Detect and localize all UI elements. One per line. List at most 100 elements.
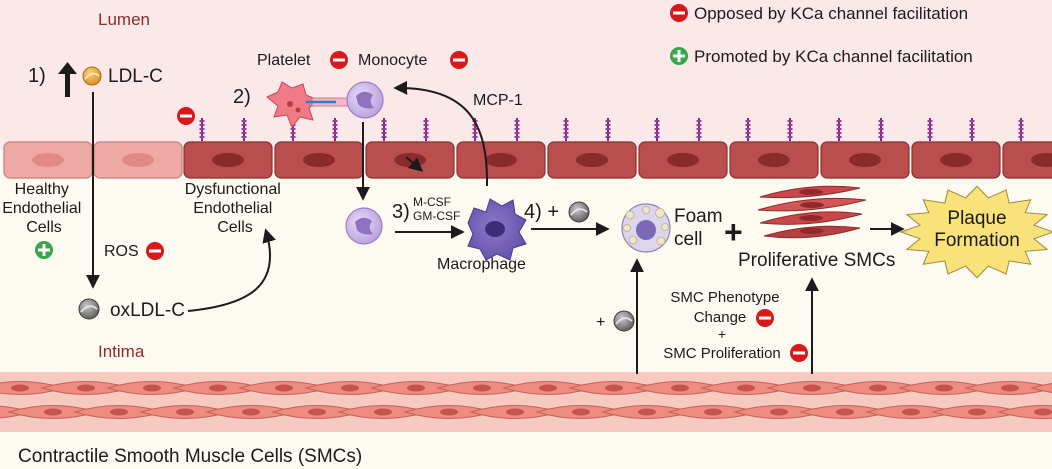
oxldl-particle-icon	[613, 310, 635, 332]
foam-label: Foam	[674, 206, 723, 227]
step4-label: 4) +	[524, 201, 559, 223]
cell-nucleus	[122, 153, 154, 167]
smc-phenotype-label: SMC Phenotype	[670, 289, 779, 306]
legend-opposed: Opposed by KCa channel facilitation	[694, 4, 968, 23]
cell-nucleus	[303, 153, 335, 167]
cell-nucleus	[308, 408, 326, 416]
adhesion-receptor	[199, 118, 205, 141]
cell-nucleus	[176, 408, 194, 416]
cell-nucleus	[506, 408, 524, 416]
minus-circle-icon	[450, 51, 468, 69]
lumen-label: Lumen	[98, 10, 150, 29]
monocyte-icon	[346, 81, 384, 119]
smooth-muscle-layer	[0, 372, 1052, 432]
oxldl-particle-icon	[78, 298, 100, 320]
adhesion-receptor	[836, 118, 842, 141]
minus-circle-icon	[670, 4, 688, 22]
change-label: Change	[694, 309, 747, 326]
minus-circle-icon	[146, 242, 164, 260]
ldl-particle-icon	[82, 66, 102, 86]
adhesion-receptor	[381, 118, 387, 141]
oxldl-particle-icon	[568, 201, 590, 223]
proliferative-smc-icon	[757, 185, 867, 239]
cell-nucleus	[704, 408, 722, 416]
cytokine-release-arrow	[405, 156, 424, 172]
formation-label: Formation	[934, 230, 1020, 251]
cell-nucleus	[572, 408, 590, 416]
legend: Opposed by KCa channel facilitation Prom…	[670, 4, 973, 66]
plus-small-label: +	[718, 326, 726, 342]
cell-label: cell	[674, 229, 703, 250]
step2-label: 2)	[233, 86, 251, 108]
mcp1-recruitment-arrow	[393, 80, 489, 187]
cell-nucleus	[770, 408, 788, 416]
adhesion-receptor	[927, 118, 933, 141]
plaque-formation-badge: Plaque Formation	[899, 185, 1052, 279]
cell-nucleus	[671, 384, 689, 392]
adhesion-receptor	[745, 118, 751, 141]
lumen-background	[0, 0, 1052, 150]
cell-nucleus	[143, 384, 161, 392]
adhesion-receptor	[514, 118, 520, 141]
plus-circle-icon	[670, 47, 688, 65]
ldl-label: LDL-C	[108, 66, 163, 87]
step3-label: 3)	[392, 201, 410, 223]
contractile-smc	[1030, 382, 1052, 394]
cell-nucleus	[242, 408, 260, 416]
step1-label: 1)	[28, 65, 46, 87]
cell-nucleus	[902, 408, 920, 416]
cell-nucleus	[209, 384, 227, 392]
cell-nucleus	[869, 384, 887, 392]
cell-nucleus	[1034, 408, 1052, 416]
endothelial-layer	[3, 118, 1052, 179]
adhesion-receptor	[878, 118, 884, 141]
cell-nucleus	[44, 408, 62, 416]
cell-nucleus	[407, 384, 425, 392]
intima-label: Intima	[98, 342, 145, 361]
smc-proliferation-label: SMC Proliferation	[663, 345, 781, 362]
cell-nucleus	[667, 153, 699, 167]
adhesion-receptor	[696, 118, 702, 141]
oxldl-label: oxLDL-C	[110, 300, 185, 321]
dysfunctional-endothelial-cells	[183, 118, 1052, 179]
adhesion-receptor	[1018, 118, 1024, 141]
cell-nucleus	[940, 153, 972, 167]
adhesion-molecules-icon	[306, 97, 349, 107]
cell-nucleus	[485, 153, 517, 167]
cell-nucleus	[212, 153, 244, 167]
cell-nucleus	[605, 384, 623, 392]
cell-nucleus	[32, 153, 64, 167]
plaque-label: Plaque	[947, 208, 1006, 229]
cell-nucleus	[1001, 384, 1019, 392]
platelet-label: Platelet	[257, 52, 311, 69]
gmcsf-label: GM-CSF	[413, 209, 460, 223]
healthy-label: Healthy Endothelial Cells	[2, 181, 86, 236]
adhesion-receptor	[969, 118, 975, 141]
dysfunctional-endothelial-cell	[1002, 141, 1052, 179]
plus-sign: +	[724, 214, 743, 250]
adhesion-receptor	[605, 118, 611, 141]
adhesion-receptor	[241, 118, 247, 141]
mcsf-label: M-CSF	[413, 195, 451, 209]
contractile-label: Contractile Smooth Muscle Cells (SMCs)	[18, 446, 362, 467]
cell-nucleus	[638, 408, 656, 416]
cell-nucleus	[849, 153, 881, 167]
mcp1-label: MCP-1	[473, 92, 523, 109]
adhesion-receptor	[423, 118, 429, 141]
macrophage-label: Macrophage	[437, 256, 526, 273]
cell-nucleus	[77, 384, 95, 392]
minus-circle-icon	[756, 309, 774, 327]
up-arrow-icon	[58, 62, 77, 97]
adhesion-receptor	[654, 118, 660, 141]
cell-nucleus	[758, 153, 790, 167]
cell-nucleus	[110, 408, 128, 416]
macrophage-icon	[467, 198, 527, 261]
contractile-smc	[997, 405, 1052, 419]
monocyte-label: Monocyte	[358, 52, 427, 69]
adhesion-receptor	[787, 118, 793, 141]
cell-nucleus	[803, 384, 821, 392]
oxldl-to-dysfunction-arrow	[187, 228, 276, 312]
cell-nucleus	[737, 384, 755, 392]
